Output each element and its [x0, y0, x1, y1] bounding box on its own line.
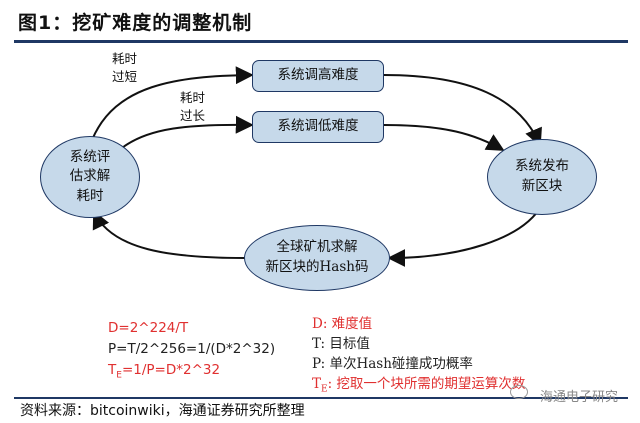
formula-difficulty: D=2^224/T: [108, 320, 189, 336]
arrow-solve-to-eval: [92, 210, 246, 259]
legend-target: T: 目标值: [312, 336, 370, 352]
source-note: 资料来源：bitcoinwiki，海通证券研究所整理: [20, 403, 305, 419]
arrow-publish-to-solve: [387, 204, 543, 267]
legend-te-subscript: E: [321, 384, 328, 395]
legend-expected-ops: TE: 挖取一个块所需的期望运算次数: [312, 372, 525, 395]
arrow-raise-to-publish: [383, 74, 542, 147]
legend-te-symbol: T: [312, 376, 322, 392]
arrow-lower-to-publish: [383, 124, 505, 151]
formula-te-symbol: T: [108, 362, 117, 378]
legend-difficulty: D: 难度值: [312, 316, 373, 332]
footer-divider: [14, 397, 628, 399]
figure-title: 图1：挖矿难度的调整机制: [18, 12, 253, 34]
legend-te-description: : 挖取一个块所需的期望运算次数: [327, 376, 526, 392]
node-solve-hash: 全球矿机求解 新区块的Hash码: [244, 225, 390, 291]
node-publish-block: 系统发布 新区块: [487, 139, 597, 215]
legend-probability: P: 单次Hash碰撞成功概率: [312, 356, 473, 372]
node-lower-difficulty: 系统调低难度: [252, 111, 384, 143]
formula-te-expression: =1/P=D*2^32: [121, 362, 221, 378]
formula-te-subscript: E: [116, 370, 122, 381]
formula-probability: P=T/2^256=1/(D*2^32): [108, 341, 276, 357]
watermark: 海通电子研究: [539, 390, 618, 405]
label-too-short: 耗时 过短: [112, 51, 138, 84]
title-divider: [14, 40, 628, 43]
node-evaluate-time: 系统评 估求解 耗时: [40, 136, 140, 218]
arrow-eval-to-raise: [91, 66, 254, 141]
chat-bubble-icon: [510, 385, 528, 399]
label-too-long: 耗时 过长: [180, 90, 206, 123]
formula-expected-ops: TE=1/P=D*2^32: [108, 362, 220, 381]
arrow-eval-to-lower: [121, 115, 254, 149]
node-raise-difficulty: 系统调高难度: [252, 60, 384, 92]
